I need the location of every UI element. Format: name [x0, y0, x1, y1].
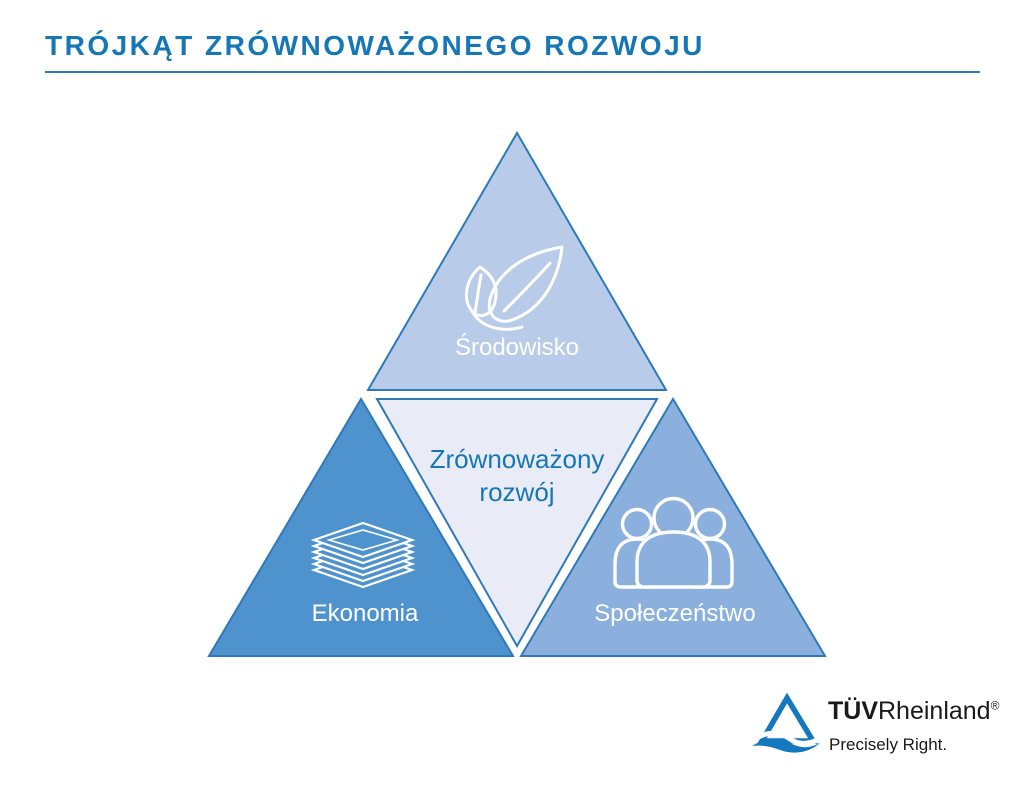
registered-mark: ®	[990, 698, 1000, 713]
page-title: TRÓJKĄT ZRÓWNOWAŻONEGO ROZWOJU	[45, 30, 705, 61]
sustainable-development-label: Zrównoważony rozwój	[377, 443, 657, 508]
tuv-rheinland-wordmark: TÜVRheinland®	[828, 697, 999, 726]
sustainable-development-triangle	[375, 398, 659, 649]
center-label-line1: Zrównoważony	[429, 444, 605, 474]
title-underline	[45, 71, 980, 73]
leaf-icon	[464, 245, 564, 331]
environment-label: Środowisko	[454, 334, 580, 361]
brand-regular: Rheinland	[878, 697, 991, 725]
brand-bold: TÜV	[828, 697, 878, 725]
economy-label: Ekonomia	[311, 600, 419, 627]
brand-tagline: Precisely Right.	[829, 735, 948, 754]
money-stack-icon	[310, 521, 416, 589]
tuv-logo-triangle-wave-icon	[750, 692, 824, 753]
society-label: Społeczeństwo	[594, 600, 756, 627]
environment-triangle	[366, 131, 668, 391]
center-label-line2: rozwój	[479, 476, 555, 507]
people-icon	[613, 496, 734, 589]
